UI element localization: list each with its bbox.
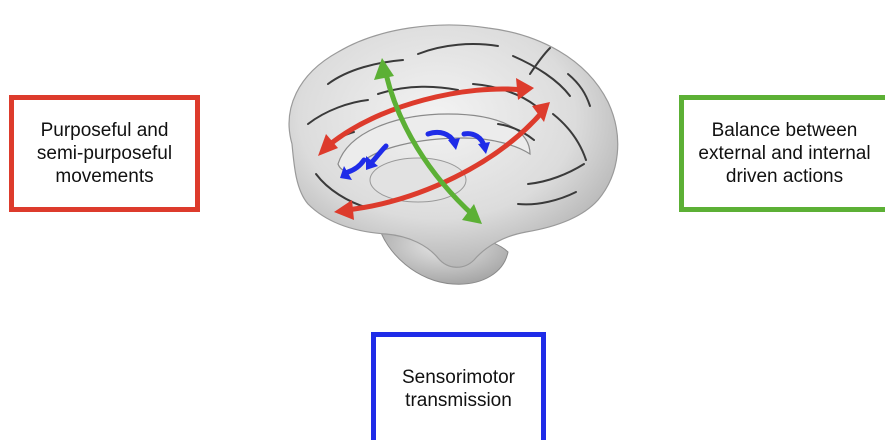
brain-medial-view-icon xyxy=(268,14,623,290)
movements-box: Purposeful and semi-purposeful movements xyxy=(9,95,200,212)
sensorimotor-label: Sensorimotor transmission xyxy=(402,366,515,412)
movements-label: Purposeful and semi-purposeful movements xyxy=(37,119,172,188)
sensorimotor-box: Sensorimotor transmission xyxy=(371,332,546,440)
brain-illustration xyxy=(268,14,623,290)
balance-box: Balance between external and internal dr… xyxy=(679,95,885,212)
balance-label: Balance between external and internal dr… xyxy=(698,119,870,188)
